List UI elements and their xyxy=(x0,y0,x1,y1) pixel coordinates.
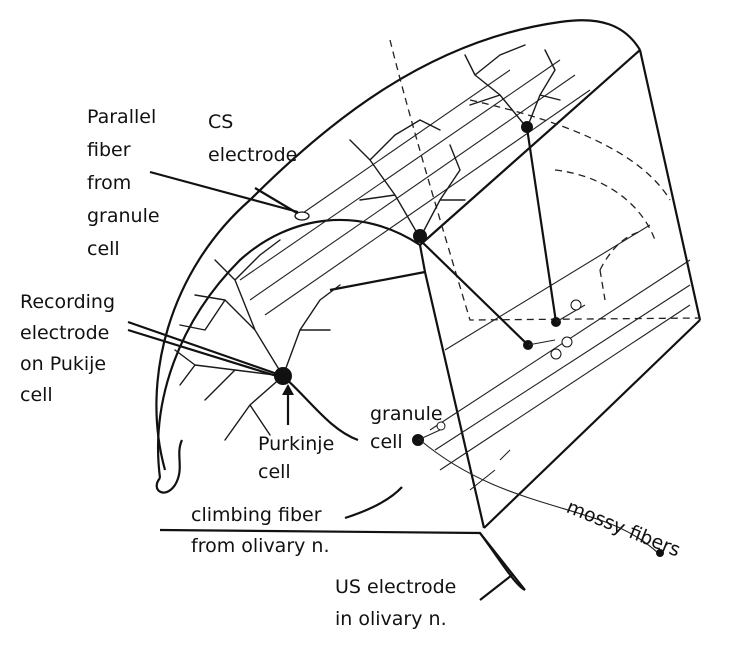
purkinje-soma-back xyxy=(521,121,533,133)
label-us-line2: in olivary n. xyxy=(335,608,447,630)
label-purkinje-line1: Purkinje xyxy=(258,433,335,455)
label-recording-line2: electrode xyxy=(20,322,110,344)
cerebellar-folium-outline xyxy=(155,19,702,529)
label-parallel-fiber-line5: cell xyxy=(87,238,120,260)
label-climbing-line2: from olivary n. xyxy=(191,535,330,557)
label-recording-line1: Recording xyxy=(20,291,116,313)
purkinje-soma-middle xyxy=(413,229,427,243)
label-cs-line1: CS xyxy=(208,111,234,133)
label-purkinje-line2: cell xyxy=(258,461,291,483)
label-cs-line2: electrode xyxy=(208,144,298,166)
purkinje-dendrite-back xyxy=(464,44,561,133)
label-cs-electrode: CS electrode xyxy=(208,106,297,172)
mossy-fibers-path xyxy=(419,439,664,557)
synapse-markers xyxy=(436,299,582,431)
label-recording-line3: on Pukije xyxy=(20,353,107,375)
granular-layer-boundary xyxy=(389,39,701,321)
label-granule-line2: cell xyxy=(370,431,403,453)
label-recording-electrode: Recording electrode on Pukije cell xyxy=(20,287,115,411)
label-parallel-fiber-line2: fiber xyxy=(87,139,131,161)
label-parallel-fiber: Parallel fiber from granule cell xyxy=(87,101,160,266)
label-granule-line1: granule xyxy=(370,403,443,425)
purkinje-dendrite-middle xyxy=(349,119,466,243)
parallel-fibers xyxy=(239,59,691,471)
label-us-line1: US electrode xyxy=(335,576,457,598)
label-parallel-fiber-line3: from xyxy=(87,172,132,194)
label-climbing-line1: climbing fiber xyxy=(191,504,322,526)
label-granule-cell: granule cell xyxy=(370,400,443,456)
label-purkinje-cell: Purkinje cell xyxy=(258,430,334,486)
label-recording-line4: cell xyxy=(20,384,53,406)
label-us-electrode: US electrode in olivary n. xyxy=(335,571,456,635)
label-parallel-fiber-line1: Parallel xyxy=(87,106,157,128)
granule-cells xyxy=(412,127,586,446)
label-climbing-fiber: climbing fiber from olivary n. xyxy=(191,500,330,562)
purkinje-dendrite-front xyxy=(174,239,341,441)
electrodes-and-leaders xyxy=(127,170,526,601)
label-parallel-fiber-line4: granule xyxy=(87,205,160,227)
